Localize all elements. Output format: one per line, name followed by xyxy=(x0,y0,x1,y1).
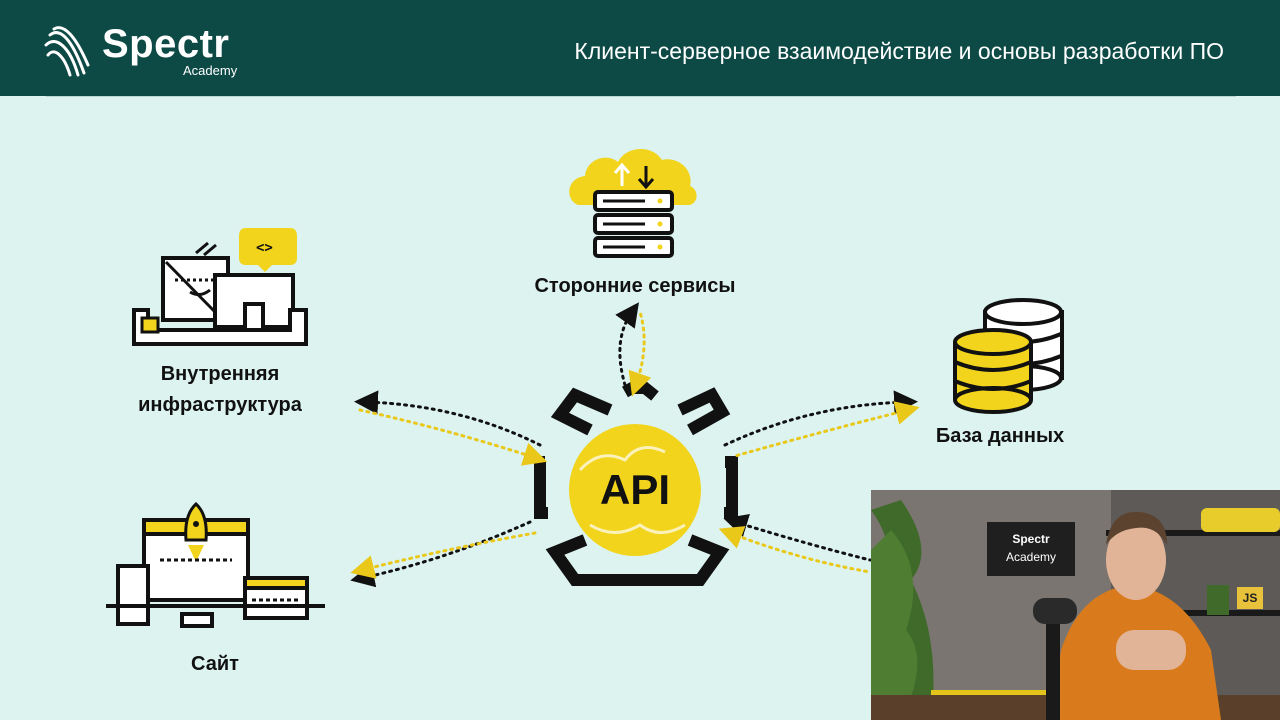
connection-arrows xyxy=(350,302,920,588)
sign-line2: Academy xyxy=(1005,550,1057,564)
api-gear-icon xyxy=(534,382,738,586)
spectr-logo-icon xyxy=(44,26,90,77)
api-diagram: <> xyxy=(106,148,1064,628)
slide-header: Spectr Academy Клиент-серверное взаимоде… xyxy=(0,0,1280,96)
database-icon xyxy=(953,298,1064,414)
label-internal-line1: Внутренняя xyxy=(160,363,280,385)
academy-sign: Spectr Academy xyxy=(987,522,1075,576)
sign-line1: Spectr xyxy=(1012,532,1050,546)
js-sticker: JS xyxy=(1237,587,1263,609)
website-rocket-icon xyxy=(106,501,325,628)
label-internal-line2: инфраструктура xyxy=(138,394,302,416)
api-label: API xyxy=(599,466,670,513)
label-third-party-services: Сторонние сервисы xyxy=(534,275,736,297)
label-site: Сайт xyxy=(191,653,239,675)
logo-subtitle: Academy xyxy=(183,63,238,78)
workstation-icon: <> xyxy=(132,228,308,346)
svg-text:<>: <> xyxy=(256,240,273,256)
course-title: Клиент-серверное взаимодействие и основы… xyxy=(574,38,1224,64)
cloud-server-icon xyxy=(569,148,697,258)
presenter-video: Spectr Academy JS xyxy=(871,490,1280,720)
header-divider xyxy=(46,96,1236,97)
presenter-scene xyxy=(871,490,1280,720)
label-database: База данных xyxy=(935,425,1065,447)
logo-name: Spectr xyxy=(102,22,230,66)
